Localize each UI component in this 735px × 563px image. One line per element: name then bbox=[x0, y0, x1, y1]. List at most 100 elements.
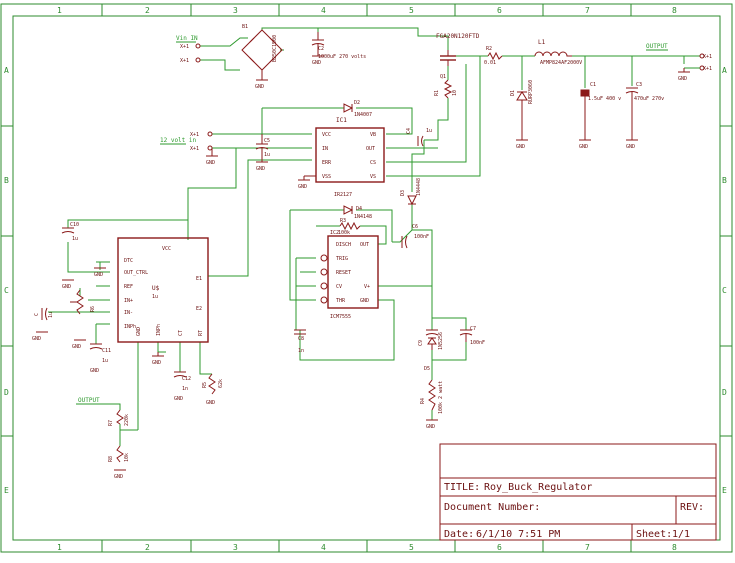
c5-value: 1u bbox=[264, 152, 270, 158]
capacitor-c6: C6 100nF bbox=[401, 224, 429, 249]
ic1-pin-vcc: VCC bbox=[322, 132, 331, 138]
c-value: 1u bbox=[48, 312, 54, 318]
c-ref: C bbox=[34, 313, 40, 316]
capacitor-c10: C10 1u bbox=[61, 222, 79, 242]
zone-col-4-bottom: 4 bbox=[321, 543, 326, 552]
ic2-pin-reset: RESET bbox=[336, 270, 351, 276]
ic2-pin-vplus: V+ bbox=[364, 284, 370, 290]
d4-ref: D4 bbox=[356, 206, 362, 212]
b1-ref: B1 bbox=[242, 24, 248, 30]
date-label: Date: bbox=[444, 529, 474, 540]
diode-d3: D3 1N4448 bbox=[400, 178, 422, 206]
connector-output: OUTPUT X+1 X+1 GND bbox=[646, 43, 712, 82]
r5-value: 62k bbox=[218, 379, 224, 388]
r7-value: 220k bbox=[124, 414, 130, 426]
resistor-r2: R2 0.01 bbox=[484, 46, 503, 66]
u1-pin-inminus: IN- bbox=[124, 310, 133, 316]
connector-out-b-label: X+1 bbox=[703, 66, 712, 72]
zone-col-1-top: 1 bbox=[57, 6, 62, 15]
zone-row-c-left: C bbox=[4, 286, 9, 295]
c4-value: 1u bbox=[426, 128, 432, 134]
connector-12v: 12 volt in X+1 X+1 GND bbox=[160, 131, 218, 166]
gnd-c2: GND bbox=[312, 60, 321, 66]
c2-ref: C2 bbox=[318, 46, 324, 52]
net-label-output-left: OUTPUT bbox=[78, 397, 100, 404]
u1-ref: U$ bbox=[152, 285, 160, 292]
connector-vin-a-label: X+1 bbox=[180, 44, 189, 50]
u1-pin-rt: RT bbox=[198, 330, 204, 336]
connector-12v-a-label: X+1 bbox=[190, 132, 199, 138]
c3-ref: C3 bbox=[636, 82, 642, 88]
c4-ref: C4 bbox=[406, 128, 412, 134]
c10-ref: C10 bbox=[70, 222, 79, 228]
zone-row-b-right: B bbox=[722, 176, 727, 185]
zone-row-a-left: A bbox=[4, 66, 9, 75]
zone-col-8-bottom: 8 bbox=[672, 543, 677, 552]
zone-row-d-right: D bbox=[722, 388, 727, 397]
r8-ref: R8 bbox=[108, 456, 114, 462]
gnd-left-group: GND GND GND bbox=[62, 267, 106, 350]
u1-value: 1u bbox=[152, 294, 158, 300]
capacitor-c5: C5 1u GND bbox=[255, 134, 270, 172]
inductor-l1: L1 AFMP824AF2000V bbox=[534, 39, 582, 66]
ic2-pin-thr: THR bbox=[336, 298, 346, 304]
r2-value: 0.01 bbox=[484, 60, 496, 66]
u1-pin-ct: CT bbox=[178, 330, 184, 336]
gnd-r5: GND bbox=[206, 400, 215, 406]
r3-value: 100k bbox=[338, 230, 350, 236]
capacitor-c7: C7 100nF bbox=[459, 326, 485, 346]
b1-value: B250C1500 bbox=[272, 35, 278, 62]
zone-col-6-bottom: 6 bbox=[497, 543, 502, 552]
diode-d4: D4 1N4148 bbox=[343, 205, 372, 220]
gnd-c11: GND bbox=[90, 368, 99, 374]
sheet-value: 1/1 bbox=[672, 529, 690, 540]
zone-col-3-bottom: 3 bbox=[233, 543, 238, 552]
c7-value: 100nF bbox=[470, 340, 485, 346]
resistor-r4: R4 100k 2 watt GND bbox=[420, 379, 444, 430]
gnd-out: GND bbox=[678, 76, 687, 82]
c9-ref: C9 bbox=[418, 340, 424, 346]
d3-ref: D3 bbox=[400, 190, 406, 196]
bridge-rectifier-b1: B1 B250C1500 GND bbox=[241, 24, 283, 90]
d2-ref: D2 bbox=[354, 100, 360, 106]
resistor-r3: R3 100k bbox=[338, 218, 361, 236]
c3-value: 470uF 270v bbox=[634, 96, 664, 102]
ic1-pin-vb: VB bbox=[370, 132, 376, 138]
r6-ref: R6 bbox=[90, 306, 96, 312]
c11-ref: C11 bbox=[102, 348, 111, 354]
capacitor-c3: C3 470uF 270v GND bbox=[625, 82, 664, 150]
rev-label: REV: bbox=[680, 502, 704, 513]
gnd-left-b: GND bbox=[94, 272, 103, 278]
sheet-label: Sheet: bbox=[636, 529, 672, 540]
c11-value: 1u bbox=[102, 358, 108, 364]
gnd-c5: GND bbox=[256, 166, 265, 172]
u1-pin-e2: E2 bbox=[196, 306, 202, 312]
gnd-d1: GND bbox=[516, 144, 525, 150]
ic2-pin-trig: TRIG bbox=[336, 256, 348, 262]
capacitor-c9: C9 bbox=[418, 329, 439, 346]
capacitor-c: C 1u GND bbox=[32, 307, 54, 342]
u1-pin-ref: REF bbox=[124, 284, 133, 290]
ic2-ref: IC2 bbox=[330, 230, 339, 236]
diode-d2: D2 1N4007 bbox=[343, 100, 372, 118]
title-value: Roy_Buck_Regulator bbox=[484, 482, 592, 493]
d1-value: RURP3060 bbox=[528, 80, 534, 104]
c1-ref: C1 bbox=[590, 82, 596, 88]
ic2-pin-gnd: GND bbox=[360, 298, 369, 304]
connector-out-a-label: X+1 bbox=[703, 54, 712, 60]
gnd-left-a: GND bbox=[62, 284, 71, 290]
r5-ref: R5 bbox=[202, 382, 208, 388]
q1-value: FGA20N120FTD bbox=[436, 33, 480, 40]
gnd-r4: GND bbox=[426, 424, 435, 430]
diode-d5: 1N5256 D5 bbox=[424, 332, 444, 372]
connector-12v-b-label: X+1 bbox=[190, 146, 199, 152]
gnd-c3: GND bbox=[626, 144, 635, 150]
ic1-value: IR2127 bbox=[334, 192, 352, 198]
u1-pin-outctrl: OUT_CTRL bbox=[124, 270, 148, 276]
ic1-ref: IC1 bbox=[336, 117, 347, 124]
ic2-pin-cv: CV bbox=[336, 284, 342, 290]
u1-pin-e1: E1 bbox=[196, 276, 202, 282]
c12-ref: C12 bbox=[182, 376, 191, 382]
